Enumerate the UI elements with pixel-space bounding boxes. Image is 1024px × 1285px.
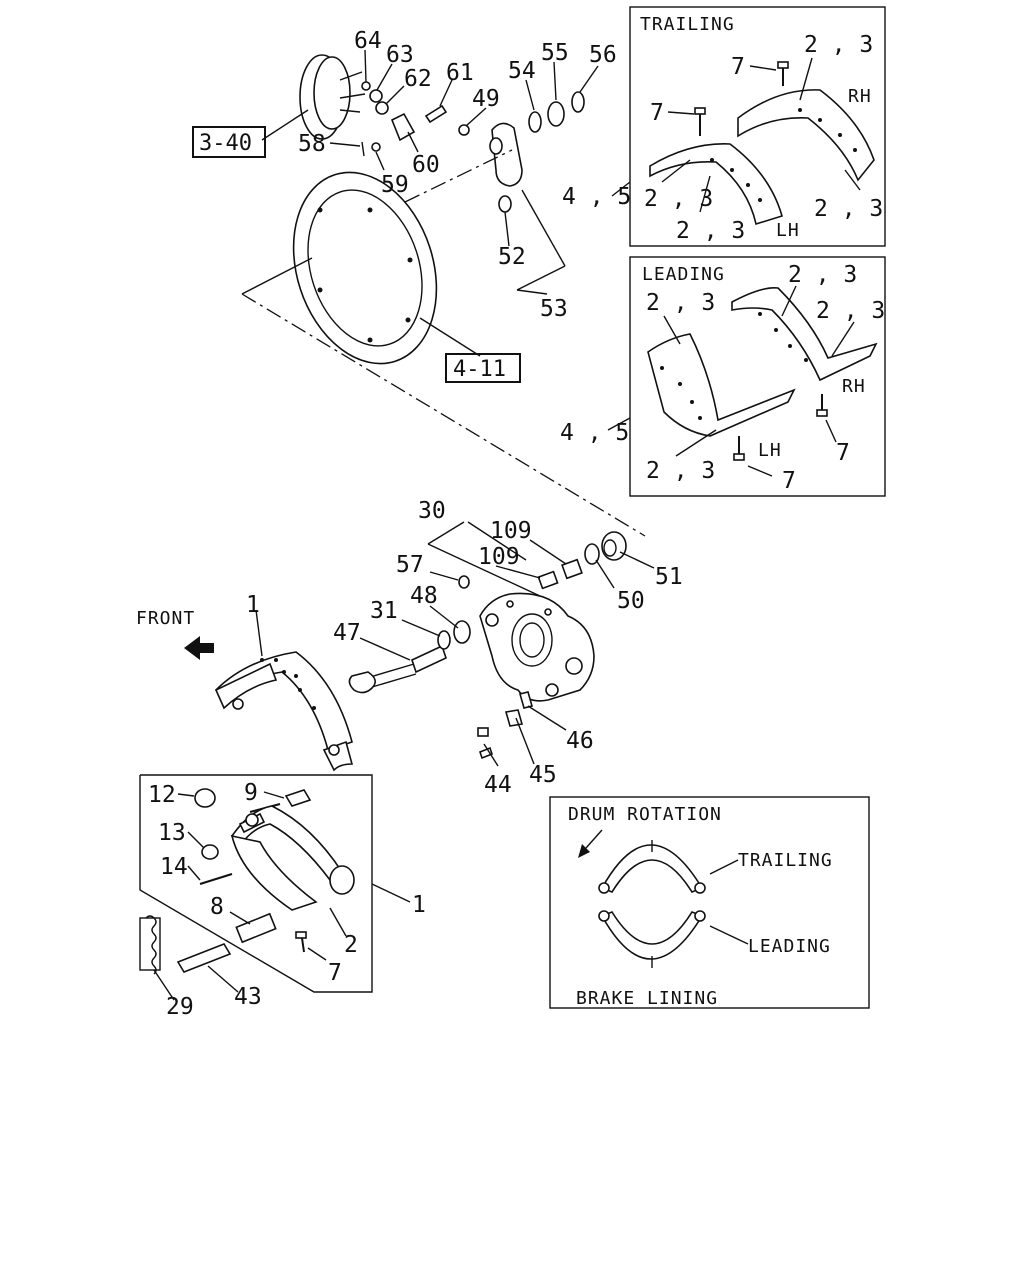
callouts-top: 64 63 62 61 49 54 55 56 58 59 60 52 53 xyxy=(298,28,617,322)
camshaft xyxy=(348,644,447,694)
small-hardware-group xyxy=(361,81,585,213)
brake-chamber xyxy=(299,54,366,140)
callout-1-upper: 1 xyxy=(246,592,260,618)
trailing-lh-label: LH xyxy=(776,220,800,241)
trailing-callout-2-3-right: 2 , 3 xyxy=(814,196,883,222)
trailing-box: TRAILING 2 , 3 RH 7 7 2 , 3 2 , 3 LH 2 ,… xyxy=(629,6,886,247)
callout-43: 43 xyxy=(234,984,262,1010)
callout-109-upper: 109 xyxy=(490,518,532,544)
backing-plate xyxy=(292,171,438,365)
trailing-callout-2-3-left: 2 , 3 xyxy=(644,186,713,212)
callout-44: 44 xyxy=(484,772,512,798)
leading-callout-7-bottom: 7 xyxy=(782,468,796,494)
leading-4-5: 4 , 5 xyxy=(560,417,631,446)
callout-46: 46 xyxy=(566,728,594,754)
leading-rh-label: RH xyxy=(842,376,866,397)
callout-55: 55 xyxy=(541,40,569,66)
callout-49: 49 xyxy=(472,86,500,112)
callout-30: 30 xyxy=(418,498,446,524)
callouts-middle: 30 109 109 57 51 50 31 48 47 46 44 45 xyxy=(333,498,683,798)
ref-box-4-11[interactable]: 4-11 xyxy=(445,353,521,383)
callout-109-lower: 109 xyxy=(478,544,520,570)
leading-callout-2-3-top: 2 , 3 xyxy=(788,262,857,288)
callout-54: 54 xyxy=(508,58,536,84)
drum-trailing-label: TRAILING xyxy=(738,850,833,871)
drum-rotation-box: DRUM ROTATION TRAILING LEADING BRAKE LIN… xyxy=(549,796,870,1009)
callout-48: 48 xyxy=(410,583,438,609)
callout-59: 59 xyxy=(381,172,409,198)
drum-rotation-title: DRUM ROTATION xyxy=(568,804,722,825)
drum-leading-label: LEADING xyxy=(748,936,831,957)
washers-bushings xyxy=(437,531,627,760)
leading-lh-label: LH xyxy=(758,440,782,461)
callout-8: 8 xyxy=(210,894,224,920)
callout-29: 29 xyxy=(166,994,194,1020)
ref-3-40-label: 3-40 xyxy=(199,131,252,156)
callout-57: 57 xyxy=(396,552,424,578)
trailing-callout-7-upper: 7 xyxy=(731,54,745,80)
leaders-middle xyxy=(359,521,655,767)
leading-callout-2-3-right: 2 , 3 xyxy=(816,298,885,324)
callout-63: 63 xyxy=(386,42,414,68)
callout-7: 7 xyxy=(328,960,342,986)
leading-callout-2-3-bottom: 2 , 3 xyxy=(646,458,715,484)
trailing-callout-7-lower: 7 xyxy=(650,100,664,126)
ref-4-11-label: 4-11 xyxy=(453,357,506,382)
trailing-4-5: 4 , 5 xyxy=(562,181,631,210)
callout-52: 52 xyxy=(498,244,526,270)
callout-58: 58 xyxy=(298,131,326,157)
trailing-title: TRAILING xyxy=(640,14,735,35)
front-label: FRONT xyxy=(136,608,195,629)
callout-50: 50 xyxy=(617,588,645,614)
trailing-callout-4-5: 4 , 5 xyxy=(562,184,631,210)
callout-64: 64 xyxy=(354,28,382,54)
callout-31: 31 xyxy=(370,598,398,624)
callout-14: 14 xyxy=(160,854,188,880)
spider-bracket xyxy=(479,592,595,702)
leaders-top xyxy=(261,49,599,357)
callout-47: 47 xyxy=(333,620,361,646)
shoe-detail-box: 12 9 13 14 8 1 2 7 29 43 xyxy=(139,774,426,1020)
trailing-callout-2-3-top: 2 , 3 xyxy=(804,32,873,58)
callout-53: 53 xyxy=(540,296,568,322)
callout-13: 13 xyxy=(158,820,186,846)
callout-45: 45 xyxy=(529,762,557,788)
leading-callout-7-right: 7 xyxy=(836,440,850,466)
rotation-arrow-icon xyxy=(578,844,590,858)
trailing-callout-2-3-bottom: 2 , 3 xyxy=(676,218,745,244)
callout-1-lower: 1 xyxy=(412,892,426,918)
callout-60: 60 xyxy=(412,152,440,178)
callout-12: 12 xyxy=(148,782,176,808)
leading-title: LEADING xyxy=(642,264,725,285)
callout-51: 51 xyxy=(655,564,683,590)
leading-callout-2-3-left: 2 , 3 xyxy=(646,290,715,316)
callout-9: 9 xyxy=(244,780,258,806)
callout-2: 2 xyxy=(344,932,358,958)
ref-box-3-40[interactable]: 3-40 xyxy=(192,126,266,158)
brake-shoe: 1 xyxy=(214,592,354,772)
brake-lining-label: BRAKE LINING xyxy=(576,988,718,1009)
callout-62: 62 xyxy=(404,66,432,92)
front-indicator: FRONT xyxy=(136,608,214,660)
trailing-rh-label: RH xyxy=(848,86,872,107)
leading-box: LEADING 2 , 3 2 , 3 2 , 3 RH LH 7 7 2 , … xyxy=(629,256,886,497)
front-arrow-icon xyxy=(184,636,214,660)
callout-61: 61 xyxy=(446,60,474,86)
callout-56: 56 xyxy=(589,42,617,68)
